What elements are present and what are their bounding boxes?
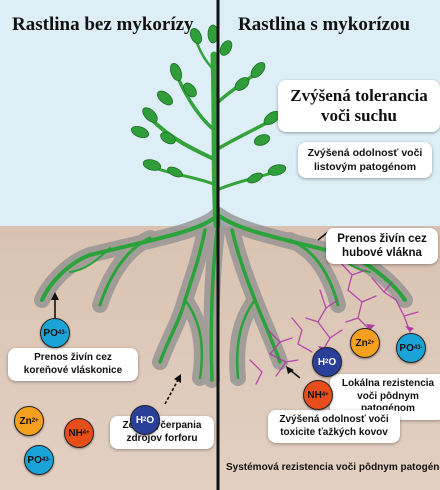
fungal-hyphae bbox=[249, 261, 419, 385]
label-systemic-resistance: Systémová rezistencia voči pôdnym patogé… bbox=[226, 462, 440, 473]
label-drought-tolerance: Zvýšená tolerancia voči suchu bbox=[278, 80, 440, 132]
label-nutrient-transfer-root-hairs: Prenos živín cez koreňové vláskonice bbox=[8, 348, 138, 381]
title-with-mycorrhiza: Rastlina s mykorízou bbox=[238, 14, 411, 35]
pointer-arrowheads bbox=[51, 292, 294, 383]
title-without-mycorrhiza: Rastlina bez mykorízy bbox=[12, 14, 194, 35]
label-depletion-zone: Zóna vyčerpania zdrojov forforu bbox=[110, 416, 214, 449]
label-leaf-pathogen-resistance: Zvýšená odolnosť voči listovým patogénom bbox=[298, 142, 432, 178]
label-nutrient-transfer-fungal: Prenos živín cez hubové vlákna bbox=[326, 228, 438, 264]
label-heavy-metal-tolerance: Zvýšená odolnosť voči toxicite ťažkých k… bbox=[268, 410, 400, 443]
plant-leaves bbox=[130, 24, 287, 184]
